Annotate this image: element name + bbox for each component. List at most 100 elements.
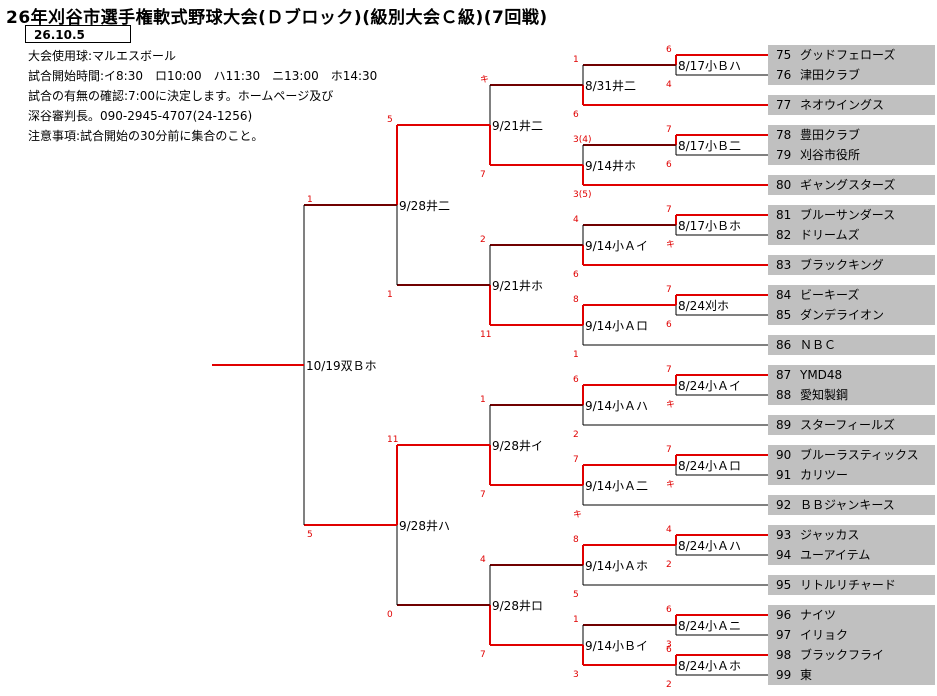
team-name: ネオウイングス (800, 98, 885, 112)
score-bottom: 7 (480, 170, 486, 180)
score-bottom: キ (666, 240, 675, 250)
team-number: 80 (776, 178, 792, 192)
score-top: 7 (666, 125, 672, 135)
score-top: 1 (573, 615, 579, 625)
team-number: 87 (776, 368, 792, 382)
score-bottom: キ (573, 510, 582, 520)
score-top: 7 (573, 455, 579, 465)
final-score-top: 1 (307, 195, 313, 205)
score-top: 3(4) (573, 135, 591, 145)
score-bottom: 5 (573, 590, 579, 600)
score-top: 8 (573, 295, 579, 305)
team-name: ダンデライオン (800, 308, 885, 322)
match-label: 9/28井ロ (492, 599, 543, 613)
team-number: 82 (776, 228, 792, 242)
page-title: 26年刈谷市選手権軟式野球大会(Ｄブロック)(級別大会Ｃ級)(7回戦) (6, 8, 548, 28)
team-name: ブルーサンダース (800, 208, 896, 222)
match-label: 9/28井イ (492, 439, 543, 453)
team-row: 84 ビーキーズ (768, 285, 935, 305)
team-name: ブラックキング (800, 258, 884, 272)
final-score-bottom: 5 (307, 530, 313, 540)
match-label: 9/14小Ｂイ (585, 639, 648, 653)
team-number: 99 (776, 668, 792, 682)
match-label: 9/14小Ａイ (585, 239, 648, 253)
match-label: 8/31井二 (585, 79, 636, 93)
score-top: 4 (480, 555, 486, 565)
match-label: 8/17小Ｂ二 (678, 139, 741, 153)
team-number: 94 (776, 548, 792, 562)
team-row: 83 ブラックキング (768, 255, 935, 275)
team-number: 97 (776, 628, 792, 642)
team-number: 92 (776, 498, 792, 512)
score-bottom: 6 (666, 160, 672, 170)
team-number: 77 (776, 98, 792, 112)
team-name: ブラックフライ (800, 648, 885, 662)
score-bottom: 2 (573, 430, 579, 440)
score-bottom: 7 (480, 650, 486, 660)
score-top: 2 (480, 235, 486, 245)
info-line-notes: 注意事項:試合開始の30分前に集合のこと。 (28, 129, 264, 143)
match-label: 8/24刈ホ (678, 299, 729, 313)
score-top: キ (480, 75, 489, 85)
match-label: 9/21井ホ (492, 279, 543, 293)
score-bottom: 7 (480, 490, 486, 500)
team-name: リトルリチャード (800, 578, 896, 592)
score-bottom: 1 (573, 350, 579, 360)
team-name: ＢＢジャンキース (800, 498, 895, 512)
team-number: 76 (776, 68, 792, 82)
team-name: ギャングスターズ (800, 178, 896, 192)
team-row: 98 ブラックフライ (768, 645, 935, 665)
info-line-start-times: 試合開始時間:イ8:30 ロ10:00 ハ11:30 ニ13:00 ホ14:30 (28, 69, 378, 83)
team-number: 98 (776, 648, 792, 662)
match-label: 8/24小Ａホ (678, 659, 741, 673)
info-line-confirmation: 試合の有無の確認:7:00に決定します。ホームページ及び (28, 89, 334, 103)
team-name: ナイツ (800, 608, 837, 622)
team-number: 88 (776, 388, 792, 402)
match-label: 9/28井ハ (399, 519, 450, 533)
score-top: 7 (666, 365, 672, 375)
score-bottom: キ (666, 400, 675, 410)
match-label: 8/24小Ａイ (678, 379, 741, 393)
match-label: 9/21井二 (492, 119, 543, 133)
team-number: 83 (776, 258, 792, 272)
date-badge: 26.10.5 (25, 25, 131, 43)
team-number: 95 (776, 578, 792, 592)
team-name: YMD48 (800, 368, 843, 382)
score-bottom: 6 (573, 270, 579, 280)
team-name: ジャッカス (800, 528, 860, 542)
score-bottom: 2 (666, 680, 672, 690)
match-label: 8/24小Ａニ (678, 619, 741, 633)
team-row: 77 ネオウイングス (768, 95, 935, 115)
team-name: 津田クラブ (800, 68, 861, 82)
match-label: 8/24小Ａハ (678, 539, 741, 553)
match-label: 9/14小Ａ二 (585, 479, 648, 493)
team-name: イリョク (800, 628, 849, 642)
score-top: 4 (573, 215, 579, 225)
team-number: 84 (776, 288, 792, 302)
final-match-label: 10/19双Ｂホ (306, 359, 377, 373)
match-label: 8/17小Ｂハ (678, 59, 741, 73)
score-bottom: 3 (573, 670, 579, 680)
match-label: 9/28井二 (399, 199, 450, 213)
score-bottom: 6 (666, 320, 672, 330)
score-top: 5 (387, 115, 393, 125)
score-top: 1 (480, 395, 486, 405)
score-bottom: 6 (573, 110, 579, 120)
team-number: 78 (776, 128, 792, 142)
match-label: 9/14小Ａロ (585, 319, 648, 333)
team-name: ビーキーズ (800, 288, 860, 302)
team-name: ＮＢＣ (800, 338, 837, 352)
score-top: 7 (666, 205, 672, 215)
score-top: 6 (666, 45, 672, 55)
score-top: 1 (573, 55, 579, 65)
info-line-ball: 大会使用球:マルエスボール (28, 49, 177, 63)
